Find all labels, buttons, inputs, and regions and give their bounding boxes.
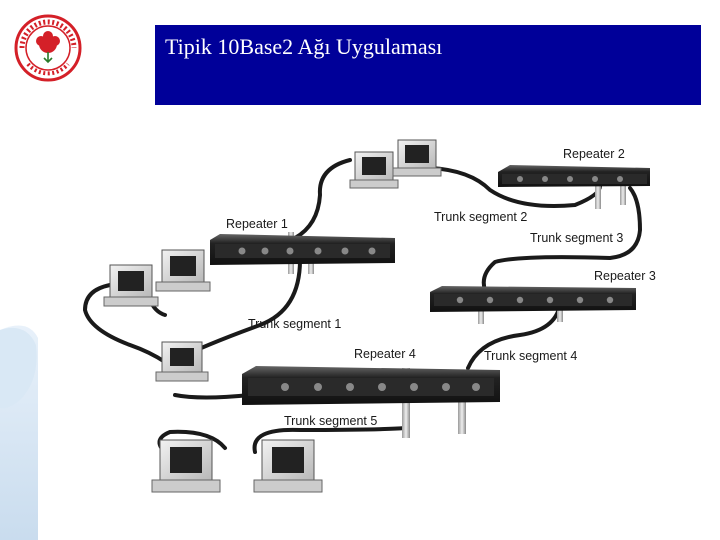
workstation-icon <box>253 439 323 493</box>
workstation-icon <box>151 439 221 493</box>
workstation-icon <box>103 264 159 307</box>
repeater-3-label: Repeater 3 <box>594 269 656 283</box>
workstation-icon <box>392 139 442 177</box>
repeater-2-device <box>498 165 650 187</box>
repeater-1-label: Repeater 1 <box>226 217 288 231</box>
repeater-4-device <box>242 366 500 405</box>
workstation-icon <box>155 249 211 292</box>
university-seal-icon <box>14 14 82 82</box>
trunk-segment-4-label: Trunk segment 4 <box>484 349 577 363</box>
trunk-segment-2-label: Trunk segment 2 <box>434 210 527 224</box>
page-title: Tipik 10Base2 Ağı Uygulaması <box>165 34 443 59</box>
trunk-segment-1-label: Trunk segment 1 <box>248 317 341 331</box>
workstation-icon <box>155 341 209 382</box>
repeater-4-label: Repeater 4 <box>354 347 416 361</box>
trunk-segment-5-label: Trunk segment 5 <box>284 414 377 428</box>
trunk-segment-3-label: Trunk segment 3 <box>530 231 623 245</box>
repeater-3-device <box>430 286 636 312</box>
title-bar: Tipik 10Base2 Ağı Uygulaması <box>155 25 701 105</box>
repeater-2-label: Repeater 2 <box>563 147 625 161</box>
repeater-1-device <box>210 234 395 265</box>
workstation-icon <box>349 151 399 189</box>
